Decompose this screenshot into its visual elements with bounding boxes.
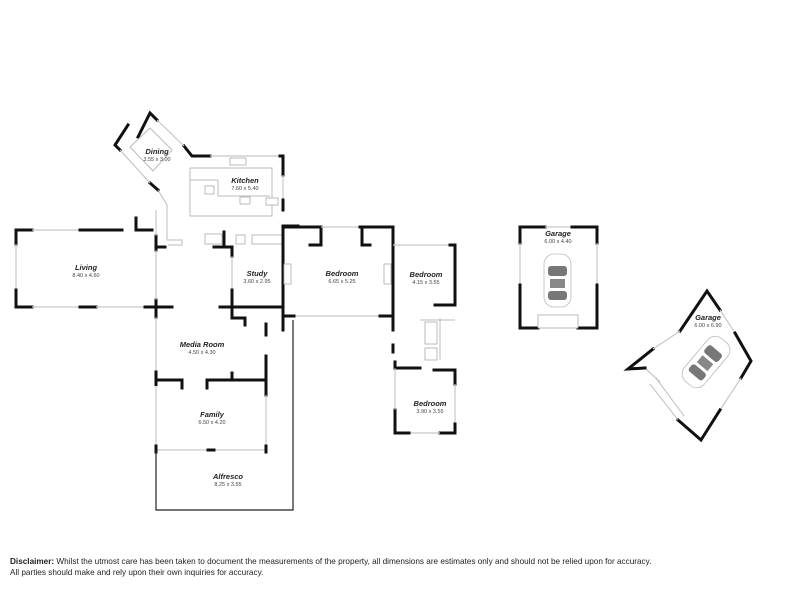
- room-label-family: Family 6.50 x 4.20: [198, 410, 225, 426]
- room-label-bedroom-3: Bedroom 3.90 x 3.55: [414, 399, 447, 415]
- family-area: [154, 386, 268, 454]
- bedroom-main-area: [281, 225, 395, 320]
- room-label-garage-1: Garage 6.00 x 4.40: [544, 229, 571, 245]
- svg-text:8.25 x 3.55: 8.25 x 3.55: [214, 482, 241, 488]
- bedroom3-area: [393, 360, 457, 435]
- svg-text:3.60 x 2.95: 3.60 x 2.95: [243, 279, 270, 285]
- svg-text:Bedroom: Bedroom: [410, 270, 443, 279]
- garage2-area: [623, 288, 753, 443]
- bedroom2-area: [391, 243, 457, 361]
- alfresco-area: [155, 320, 294, 511]
- svg-text:Family: Family: [200, 410, 225, 419]
- svg-text:Bedroom: Bedroom: [414, 399, 447, 408]
- disclaimer-line-2: All parties should make and rely upon th…: [10, 568, 264, 577]
- disclaimer: Disclaimer: Whilst the utmost care has b…: [10, 556, 790, 578]
- svg-text:Kitchen: Kitchen: [231, 176, 259, 185]
- svg-text:Study: Study: [247, 269, 269, 278]
- svg-text:6.00 x 4.40: 6.00 x 4.40: [544, 239, 571, 245]
- garage1-area: [518, 225, 599, 330]
- car-icon: [543, 253, 572, 308]
- svg-text:6.50 x 4.20: 6.50 x 4.20: [198, 420, 225, 426]
- room-label-kitchen: Kitchen 7.60 x 5.40: [231, 176, 259, 192]
- svg-text:3.90 x 3.55: 3.90 x 3.55: [416, 409, 443, 415]
- svg-text:4.15 x 3.55: 4.15 x 3.55: [412, 280, 439, 286]
- room-label-bedroom-2: Bedroom 4.15 x 3.55: [410, 270, 443, 286]
- svg-text:Garage: Garage: [545, 229, 571, 238]
- svg-text:7.60 x 5.40: 7.60 x 5.40: [231, 186, 258, 192]
- room-label-alfresco: Alfresco 8.25 x 3.55: [212, 472, 243, 488]
- svg-text:Bedroom: Bedroom: [326, 269, 359, 278]
- living-area: [14, 210, 174, 319]
- media-room-area: [154, 316, 268, 397]
- svg-text:Garage: Garage: [695, 313, 721, 322]
- room-label-study: Study 3.60 x 2.95: [243, 269, 270, 285]
- kitchen-area: [189, 154, 285, 217]
- room-label-garage-2: Garage 6.00 x 6.90: [694, 313, 721, 329]
- svg-text:4.50 x 4.30: 4.50 x 4.30: [188, 350, 215, 356]
- disclaimer-line-1: Disclaimer: Whilst the utmost care has b…: [10, 556, 790, 567]
- svg-text:Living: Living: [75, 263, 98, 272]
- svg-text:6.00 x 6.90: 6.00 x 6.90: [694, 323, 721, 329]
- svg-text:Alfresco: Alfresco: [212, 472, 243, 481]
- disclaimer-text: Whilst the utmost care has been taken to…: [54, 557, 652, 566]
- svg-text:3.55 x 3.00: 3.55 x 3.00: [143, 157, 170, 163]
- svg-text:6.65 x 5.25: 6.65 x 5.25: [328, 279, 355, 285]
- room-label-bedroom-main: Bedroom 6.65 x 5.25: [326, 269, 359, 285]
- room-label-media-room: Media Room 4.50 x 4.30: [180, 340, 225, 356]
- dining-area: [113, 110, 200, 246]
- room-label-dining: Dining 3.55 x 3.00: [143, 147, 170, 163]
- svg-text:Dining: Dining: [145, 147, 169, 156]
- room-label-living: Living 8.40 x 4.60: [72, 263, 99, 279]
- disclaimer-label: Disclaimer:: [10, 557, 55, 566]
- car-icon: [681, 335, 731, 389]
- study-area: [204, 224, 300, 332]
- svg-text:8.40 x 4.60: 8.40 x 4.60: [72, 273, 99, 279]
- svg-text:Media Room: Media Room: [180, 340, 225, 349]
